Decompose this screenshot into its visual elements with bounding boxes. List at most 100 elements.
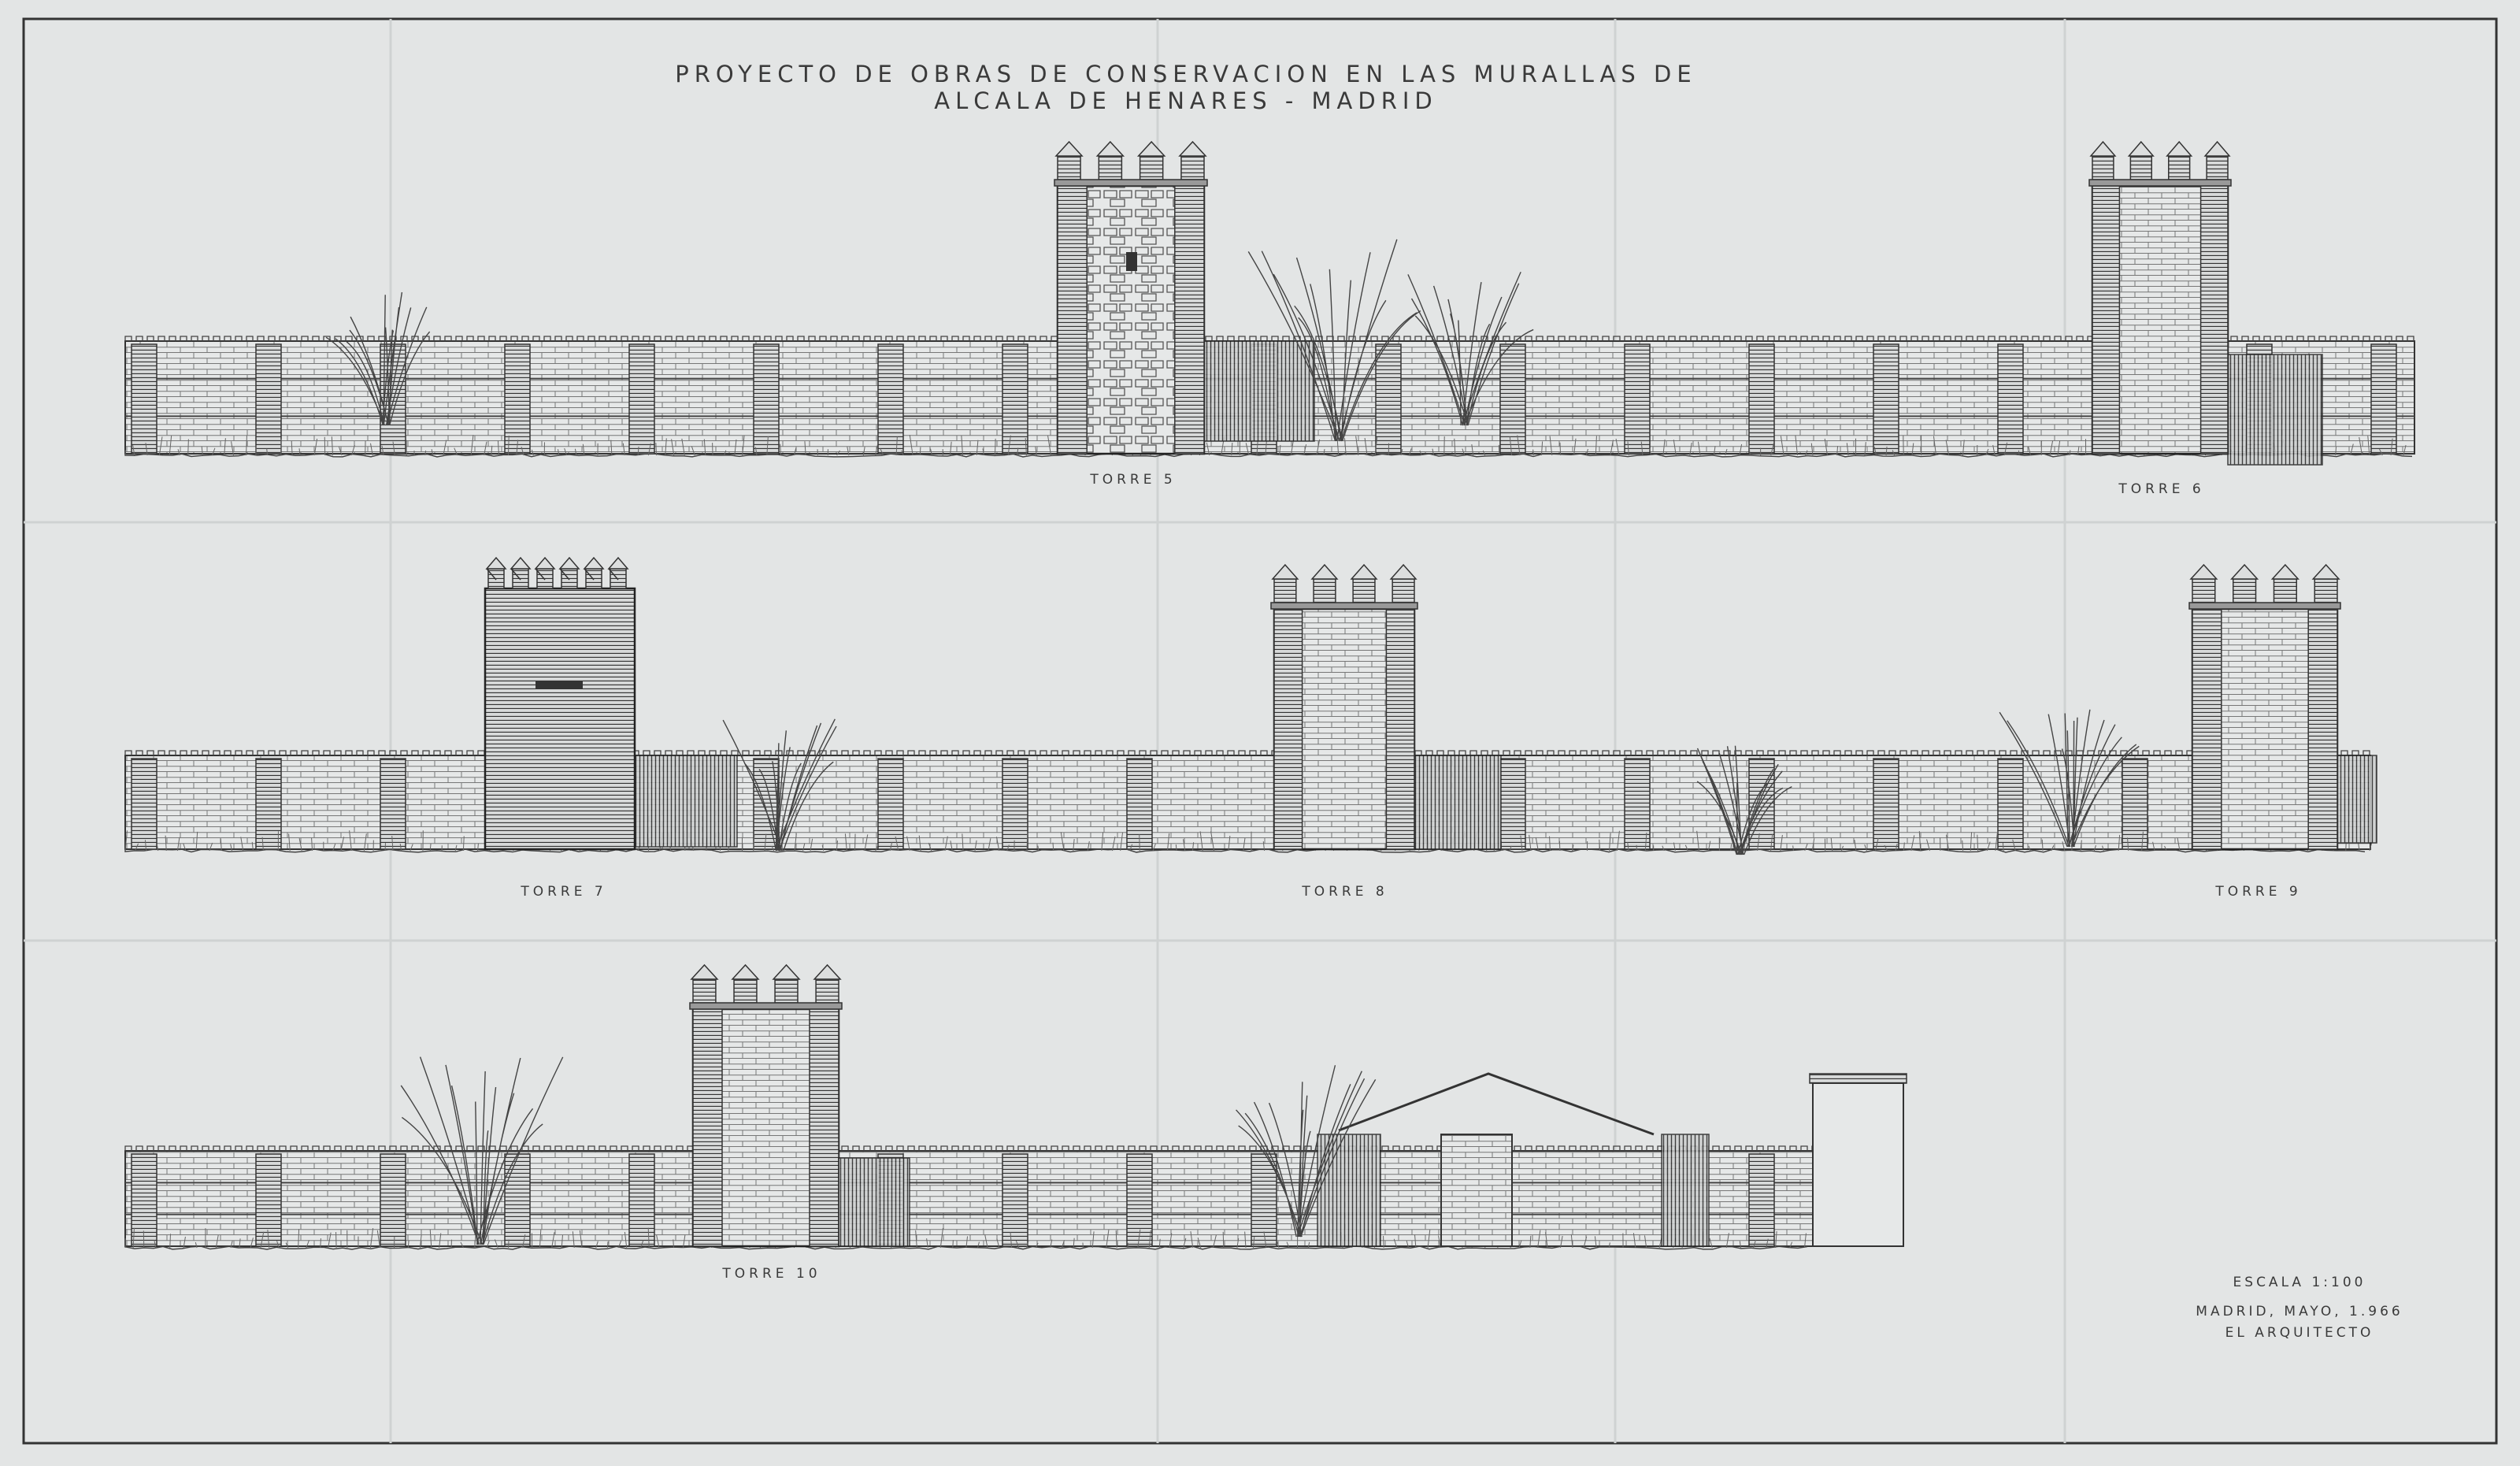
tower-corner-pilaster (809, 1008, 839, 1247)
overgrown-vegetation (634, 755, 738, 848)
tower-window (1126, 252, 1137, 271)
wall-buttress (380, 758, 406, 850)
wall-buttress (877, 758, 904, 850)
tower-corner-pilaster (1174, 185, 1205, 455)
tower-merlon (2168, 155, 2191, 180)
wall-buttress (380, 1153, 406, 1247)
tower-merlon (1392, 578, 1415, 603)
merlon-pyramid-cap (1389, 563, 1418, 580)
tower-cornice (1270, 602, 1418, 610)
tower-merlon (1273, 578, 1297, 603)
tower-loophole (536, 681, 583, 689)
tower-merlon (774, 978, 799, 1004)
tower-cornice (1054, 179, 1208, 187)
tree-sketch (1236, 1065, 1377, 1238)
merlon-pyramid-cap (2203, 140, 2231, 157)
tower-corner-pilaster (1057, 185, 1088, 455)
tower-merlon (512, 568, 529, 589)
tree-sketch (1696, 745, 1792, 855)
tower-merlon (1098, 155, 1123, 180)
tower-corner-pilaster (2307, 608, 2338, 850)
wall-segment (124, 755, 2371, 850)
wall-buttress (131, 343, 158, 455)
shed-roof (1338, 1072, 1655, 1136)
wall-buttress (504, 1153, 531, 1247)
tower-merlon (1139, 155, 1164, 180)
tower-merlon (1352, 578, 1376, 603)
overgrown-vegetation (1317, 1134, 1381, 1247)
merlon-pyramid-cap (2311, 563, 2340, 580)
architect-note: EL ARQUITECTO (2225, 1325, 2374, 1341)
wall-buttress (1002, 343, 1028, 455)
wall-buttress (1624, 343, 1651, 455)
label-torre-10: TORRE 10 (721, 1266, 821, 1282)
tower-cornice (689, 1002, 843, 1010)
merlon-pyramid-cap (2230, 563, 2259, 580)
tower-cornice (2088, 179, 2232, 187)
wall-buttress (2370, 343, 2397, 455)
wall-buttress (255, 758, 282, 850)
wall-buttress (1873, 343, 1899, 455)
wall-buttress (1997, 758, 2024, 850)
merlon-pyramid-cap (1271, 563, 1299, 580)
tower-corner-pilaster (2092, 185, 2121, 455)
merlon-pyramid-cap (2189, 563, 2218, 580)
tree-sketch (1407, 271, 1534, 426)
wall-buttress (1002, 758, 1028, 850)
wall-buttress (1375, 343, 1402, 455)
wall-buttress (255, 1153, 282, 1247)
label-torre-6: TORRE 6 (2118, 481, 2204, 497)
merlon-pyramid-cap (607, 556, 629, 581)
wall-elevations (124, 140, 2415, 1250)
wall-buttress (1748, 1153, 1775, 1247)
wall-buttress (131, 758, 158, 850)
wall-buttress (877, 343, 904, 455)
ground-line (124, 453, 2413, 458)
merlon-pyramid-cap (485, 556, 507, 581)
tower-merlon (487, 568, 505, 589)
tower-merlon (536, 568, 554, 589)
overgrown-vegetation (2337, 755, 2377, 844)
wall-buttress (1499, 343, 1526, 455)
wall-buttress (504, 343, 531, 455)
label-torre-7: TORRE 7 (520, 884, 606, 900)
tower-merlon (2192, 578, 2216, 603)
tower-merlon (585, 568, 602, 589)
wall-buttress (131, 1153, 158, 1247)
ground-line (124, 1245, 1808, 1250)
tower-merlon (561, 568, 578, 589)
wall-buttress (1251, 1153, 1277, 1247)
merlon-pyramid-cap (534, 556, 556, 581)
wall-buttress (255, 343, 282, 455)
title-line-2: ALCALA DE HENARES - MADRID (934, 87, 1438, 114)
tower-merlon (2233, 578, 2257, 603)
wall-buttress (1748, 343, 1775, 455)
tree-sketch (722, 718, 837, 852)
title-line-1: PROYECTO DE OBRAS DE CONSERVACION EN LAS… (675, 61, 1696, 87)
overgrown-vegetation (1414, 755, 1502, 850)
merlon-pyramid-cap (1054, 140, 1084, 157)
label-torre-8: TORRE 8 (1301, 884, 1388, 900)
tall-block-roof (1809, 1073, 1907, 1084)
tower-merlon (610, 568, 627, 589)
tower-corner-pilaster (692, 1008, 723, 1247)
tree-sketch (1999, 709, 2140, 848)
label-torre-5: TORRE 5 (1089, 472, 1176, 488)
overgrown-vegetation (1661, 1134, 1710, 1247)
merlon-pyramid-cap (1136, 140, 1166, 157)
tree-sketch (400, 1056, 564, 1245)
tower-merlon (2206, 155, 2229, 180)
merlon-pyramid-cap (690, 963, 719, 980)
merlon-pyramid-cap (510, 556, 532, 581)
wall-buttress (1997, 343, 2024, 455)
tower-merlon (1180, 155, 1205, 180)
tower-merlon (692, 978, 717, 1004)
sheet-frame (22, 17, 2498, 1445)
wall-buttress (628, 343, 655, 455)
torre-7-round (484, 587, 636, 851)
merlon-pyramid-cap (2270, 563, 2300, 580)
merlon-pyramid-cap (772, 963, 801, 980)
overgrown-vegetation (838, 1157, 910, 1247)
tower-corner-pilaster (1273, 608, 1303, 850)
scale-note: ESCALA 1:100 (2233, 1275, 2366, 1290)
